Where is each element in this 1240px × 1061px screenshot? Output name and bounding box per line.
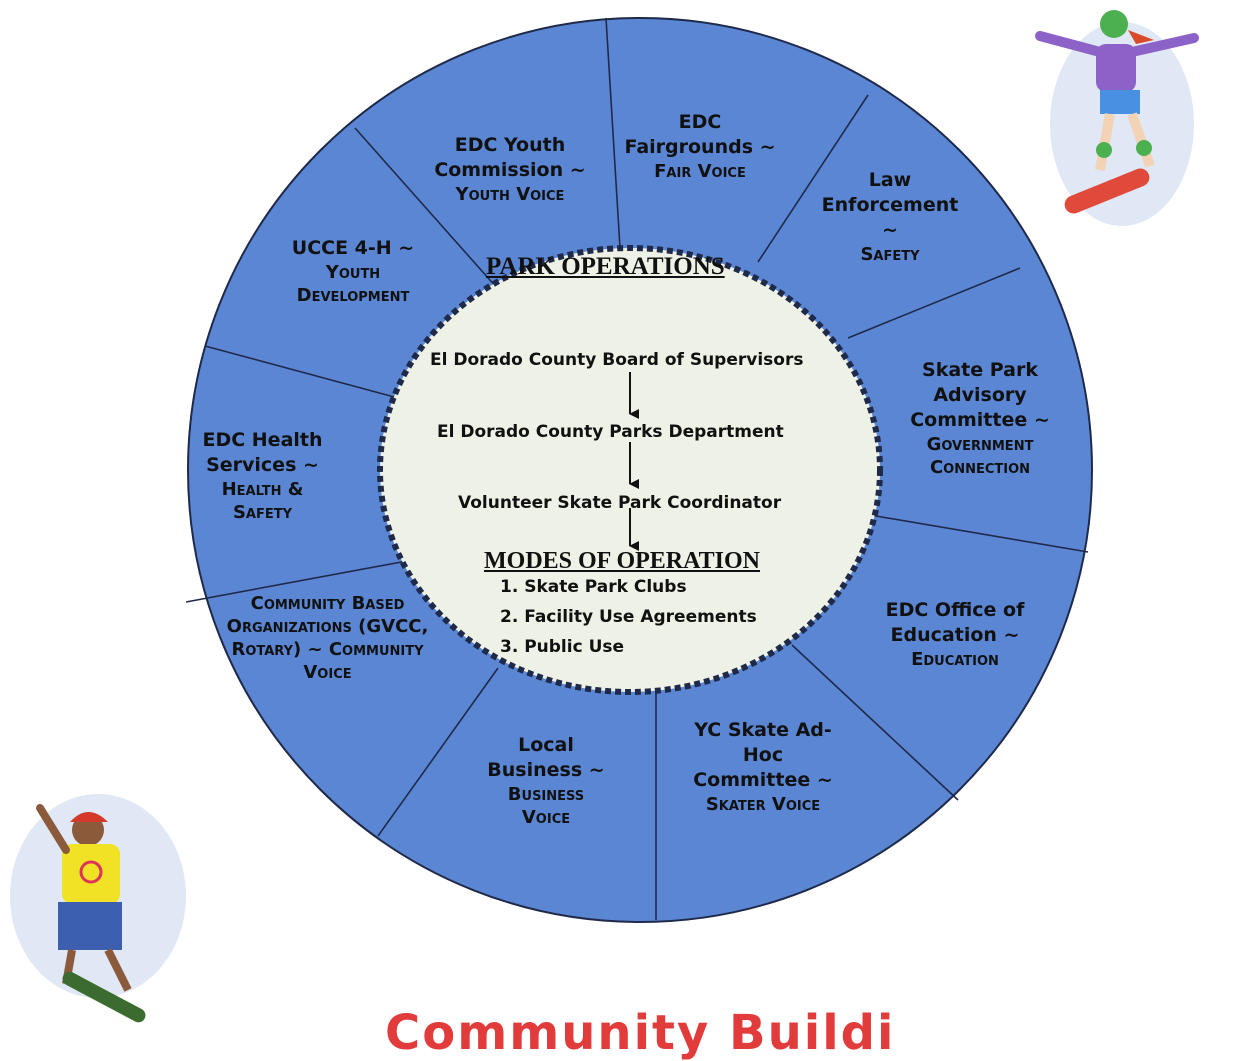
divider-line bbox=[847, 267, 1021, 339]
divider-line bbox=[791, 644, 959, 801]
community-wheel-diagram bbox=[10, 10, 1199, 1023]
stakeholder-name: EDC Youth Commission ~ bbox=[434, 134, 586, 181]
mode-item: 2. Facility Use Agreements bbox=[500, 607, 757, 627]
outer-ring-border bbox=[187, 17, 1093, 923]
stakeholder-office-of-education: EDC Office of Education ~ Education bbox=[870, 598, 1040, 671]
stakeholder-yc-skate: YC Skate Ad-Hoc Committee ~ Skater Voice bbox=[688, 718, 838, 816]
stakeholder-voice: Health & Safety bbox=[221, 479, 304, 523]
divider-line bbox=[605, 17, 621, 249]
stakeholder-voice: Safety bbox=[860, 244, 920, 265]
stakeholder-voice: Youth Voice bbox=[455, 184, 565, 205]
divider-line bbox=[354, 127, 498, 289]
stakeholder-fairgrounds: EDC Fairgrounds ~ Fair Voice bbox=[620, 110, 780, 183]
stakeholder-voice: Government Connection bbox=[926, 434, 1034, 478]
stakeholder-advisory-committee: Skate Park Advisory Committee ~ Governme… bbox=[900, 358, 1060, 479]
stakeholder-voice: Skater Voice bbox=[705, 794, 821, 815]
stakeholder-voice: Youth Development bbox=[296, 262, 410, 306]
stakeholder-voice: Community Based Organizations (GVCC, Rot… bbox=[226, 593, 429, 683]
stakeholder-youth-commission: EDC Youth Commission ~ Youth Voice bbox=[425, 133, 595, 206]
stakeholder-voice: Business Voice bbox=[507, 784, 585, 828]
divider-line bbox=[185, 559, 413, 603]
mode-item: 3. Public Use bbox=[500, 637, 625, 657]
mode-item: 1. Skate Park Clubs bbox=[500, 577, 687, 597]
stakeholder-community-organizations: Community Based Organizations (GVCC, Rot… bbox=[220, 592, 435, 684]
stakeholder-local-business: Local Business ~ Business Voice bbox=[486, 733, 606, 829]
stakeholder-voice: Education bbox=[911, 649, 999, 670]
divider-line bbox=[204, 345, 399, 399]
footer-heading: Community Buildi bbox=[385, 1005, 896, 1061]
skateboarder-boy-icon bbox=[10, 794, 186, 1023]
stakeholder-name: EDC Office of Education ~ bbox=[885, 599, 1025, 646]
stakeholder-name: YC Skate Ad-Hoc Committee ~ bbox=[693, 719, 833, 791]
skateboarder-girl-icon bbox=[1035, 10, 1199, 226]
stakeholder-name: UCCE 4-H ~ bbox=[291, 237, 415, 259]
divider-line bbox=[377, 667, 499, 837]
stakeholder-4h: UCCE 4-H ~ Youth Development bbox=[268, 236, 438, 307]
stakeholder-name: EDC Fairgrounds ~ bbox=[624, 111, 776, 158]
chain-volunteer-coordinator: Volunteer Skate Park Coordinator bbox=[458, 493, 782, 513]
stakeholder-health-services: EDC Health Services ~ Health & Safety bbox=[190, 428, 335, 524]
modes-of-operation-title: MODES OF OPERATION bbox=[484, 548, 761, 574]
chain-board-of-supervisors: El Dorado County Board of Supervisors bbox=[430, 350, 804, 370]
ring-dividers bbox=[185, 17, 1089, 920]
stakeholder-name: Law Enforcement ~ bbox=[821, 169, 959, 241]
stakeholder-name: Local Business ~ bbox=[487, 734, 605, 781]
stakeholder-voice: Fair Voice bbox=[654, 161, 746, 182]
chain-parks-department: El Dorado County Parks Department bbox=[437, 422, 784, 442]
stakeholder-name: EDC Health Services ~ bbox=[202, 429, 323, 476]
stakeholder-name: Skate Park Advisory Committee ~ bbox=[910, 359, 1050, 431]
park-operations-title: PARK OPERATIONS bbox=[486, 253, 725, 280]
divider-line bbox=[869, 514, 1089, 553]
stakeholder-law-enforcement: Law Enforcement ~ Safety bbox=[815, 168, 965, 266]
divider-line bbox=[757, 94, 869, 263]
